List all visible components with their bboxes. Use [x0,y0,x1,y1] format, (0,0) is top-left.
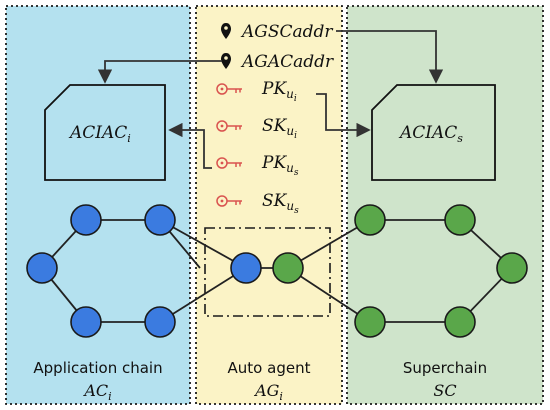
key-label: PKus [261,153,299,178]
key-row: SKus [216,191,299,216]
address-row-agac: AGACaddr [221,52,334,72]
superchain-symbol: SC [433,381,456,400]
green-nodes [272,204,528,338]
arrow-agac-to-aciac-i [97,60,222,84]
blue-node [70,306,102,338]
green-node [496,252,528,284]
green-node [444,306,476,338]
agent-nodes-box [204,227,331,317]
application-chain-symbol: ACi [82,381,111,403]
agsc-address-label: AGSCaddr [240,22,333,42]
agac-address-label: AGACaddr [240,52,334,72]
aciac-i-contract: ACIACi [44,84,166,181]
key-label: SKui [262,116,297,141]
key-icon [216,83,242,95]
key-icon [216,195,242,207]
blue-nodes [26,204,262,338]
superchain-title: Superchain [403,359,487,377]
address-row-agsc: AGSCaddr [221,22,333,42]
key-label: SKus [262,191,299,216]
aciac-s-main: ACIAC [398,123,457,143]
key-label: PKui [261,79,297,104]
blue-node [26,252,58,284]
blue-agent-node [230,252,262,284]
key-row: PKus [216,153,299,178]
location-pin-icon [221,53,231,69]
green-node [354,204,386,236]
blue-node [144,306,176,338]
svg-text:ACIACs: ACIACs [398,123,463,145]
aciac-i-sub: i [127,132,131,145]
green-agent-node [272,252,304,284]
arrow-pkus-to-aciac-i [168,122,212,169]
arrow-pkui-to-aciac-s [316,93,371,138]
aciac-i-main: ACIAC [68,123,127,143]
svg-text:ACIACi: ACIACi [68,123,131,145]
blue-node [70,204,102,236]
blue-node [144,204,176,236]
application-chain-title: Application chain [33,359,162,377]
auto-agent-title: Auto agent [228,359,311,377]
green-node [444,204,476,236]
auto-agent-symbol: AGi [253,381,283,403]
arrow-agsc-to-aciac-s [336,30,444,84]
superchain-region [346,5,544,405]
key-row: SKui [216,116,297,141]
arrows [97,30,444,169]
key-icon [216,157,242,169]
green-node [354,306,386,338]
aciac-s-sub: s [457,132,463,145]
aciac-s-contract: ACIACs [371,84,496,181]
key-icon [216,120,242,132]
location-pin-icon [221,23,231,39]
key-row: PKui [216,79,297,104]
